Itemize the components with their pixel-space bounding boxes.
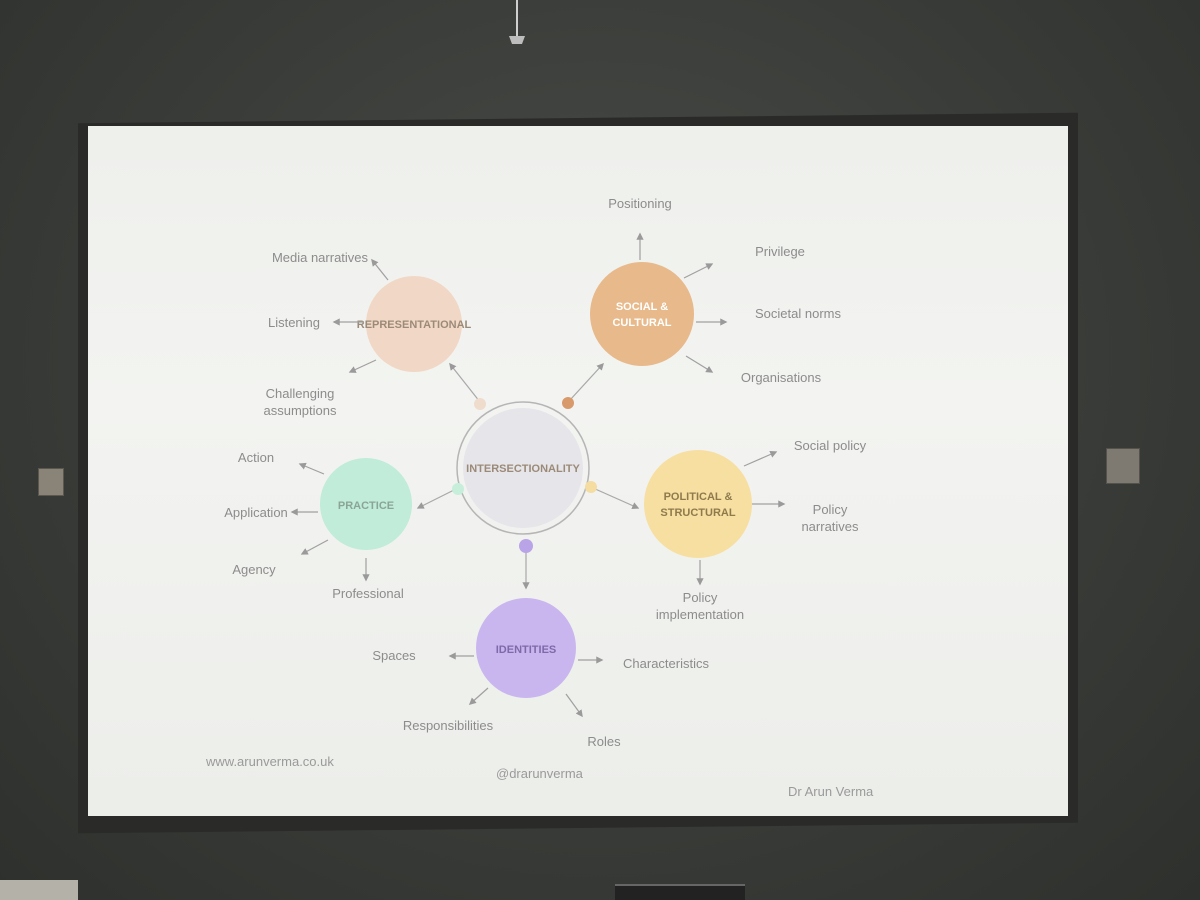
intersectionality-node: INTERSECTIONALITY	[452, 397, 597, 553]
prac-item-agency: Agency	[232, 562, 276, 577]
political-arrows	[696, 451, 786, 586]
soc-item-positioning: Positioning	[608, 196, 672, 211]
footer-handle: @drarunverma	[496, 766, 584, 781]
id-item-roles: Roles	[587, 734, 621, 749]
footer-author: Dr Arun Verma	[788, 784, 874, 799]
pol-item-policy: Policy	[813, 502, 848, 517]
rep-item-assumptions: assumptions	[264, 403, 337, 418]
social-cultural-arrows	[636, 232, 728, 373]
representational-arrows	[332, 258, 389, 373]
social-cultural-label-2: CULTURAL	[612, 317, 671, 329]
political-label-1: POLITICAL &	[664, 491, 733, 503]
prac-item-action: Action	[238, 450, 274, 465]
rep-item-challenging: Challenging	[266, 386, 335, 401]
identities-arrows	[448, 652, 604, 718]
representational-label: REPRESENTATIONAL	[357, 319, 472, 331]
prac-item-professional: Professional	[332, 586, 404, 601]
political-label-2: STRUCTURAL	[660, 507, 735, 519]
social-cultural-label-1: SOCIAL &	[616, 301, 668, 313]
pol-item-narratives: narratives	[801, 519, 859, 534]
soc-item-organisations: Organisations	[741, 370, 822, 385]
id-item-spaces: Spaces	[372, 648, 416, 663]
practice-arrows	[290, 462, 370, 582]
pol-item-implementation: implementation	[656, 607, 744, 622]
representational-node: REPRESENTATIONAL	[357, 276, 472, 372]
social-cultural-node: SOCIAL & CULTURAL	[590, 262, 694, 366]
id-item-responsibilities: Responsibilities	[403, 718, 494, 733]
pol-item-policy-2: Policy	[683, 590, 718, 605]
soc-item-privilege: Privilege	[755, 244, 805, 259]
ceiling-fixture-icon	[509, 0, 525, 44]
projector-edge	[615, 884, 745, 900]
desk-edge	[0, 880, 78, 900]
identities-label: IDENTITIES	[496, 644, 557, 656]
id-item-characteristics: Characteristics	[623, 656, 709, 671]
intersectionality-diagram: INTERSECTIONALITY REPRESENTATIONAL Media…	[205, 196, 874, 799]
practice-label: PRACTICE	[338, 500, 394, 512]
wall-socket-left	[38, 468, 64, 496]
political-structural-node: POLITICAL & STRUCTURAL	[644, 450, 752, 558]
center-label: INTERSECTIONALITY	[466, 463, 580, 475]
identities-node: IDENTITIES	[476, 598, 576, 698]
footer-website: www.arunverma.co.uk	[205, 754, 334, 769]
rep-item-listening: Listening	[268, 315, 320, 330]
projected-slide: INTERSECTIONALITY REPRESENTATIONAL Media…	[88, 126, 1068, 816]
rep-item-media: Media narratives	[272, 250, 369, 265]
wall-socket-right	[1106, 448, 1140, 484]
practice-node: PRACTICE	[320, 458, 412, 550]
soc-item-norms: Societal norms	[755, 306, 841, 321]
pol-item-social-policy: Social policy	[794, 438, 867, 453]
prac-item-application: Application	[224, 505, 288, 520]
